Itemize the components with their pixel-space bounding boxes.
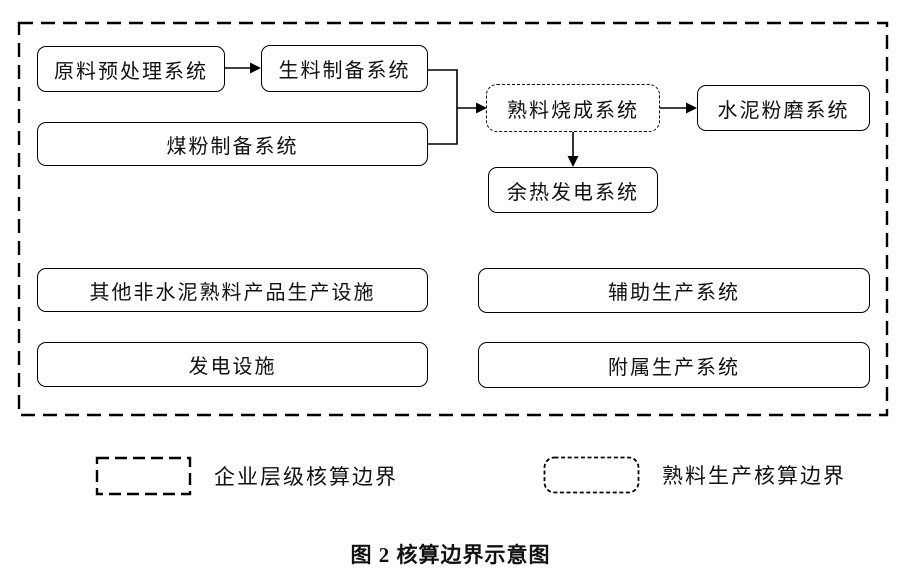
box-label: 生料制备系统 [278, 60, 411, 82]
box-subsidiary-production-system: 附属生产系统 [478, 342, 870, 388]
legend-enterprise-boundary: 企业层级核算边界 [95, 456, 398, 496]
box-waste-heat-power-generation: 余热发电系统 [488, 167, 658, 213]
legend-clinker-boundary: 熟料生产核算边界 [543, 456, 846, 494]
connector-merge-to-clinker [428, 69, 487, 145]
box-auxiliary-production-system: 辅助生产系统 [478, 268, 870, 313]
box-raw-meal-preparation: 生料制备系统 [261, 45, 428, 92]
box-label: 其他非水泥熟料产品生产设施 [89, 281, 376, 304]
box-label: 煤粉制备系统 [166, 135, 299, 158]
figure-caption: 图 2 核算边界示意图 [350, 543, 551, 567]
box-label: 原料预处理系统 [54, 60, 208, 83]
box-label: 熟料烧成系统 [507, 99, 639, 122]
legend-label: 企业层级核算边界 [214, 465, 398, 489]
box-coal-powder-preparation: 煤粉制备系统 [37, 122, 428, 166]
arrow-raw-pretreat-to-raw-meal [225, 62, 261, 74]
box-raw-material-pretreatment: 原料预处理系统 [37, 46, 225, 92]
legend-label: 熟料生产核算边界 [662, 464, 846, 488]
box-other-non-cement-clinker-facilities: 其他非水泥熟料产品生产设施 [37, 268, 428, 312]
box-clinker-calcination: 熟料烧成系统 [486, 84, 660, 132]
box-label: 发电设施 [188, 356, 277, 378]
box-label: 水泥粉磨系统 [717, 99, 850, 122]
dashed-rectangle-swatch-icon [95, 456, 192, 496]
box-power-generation-facilities: 发电设施 [37, 342, 428, 387]
arrow-clinker-to-cement-grind [660, 102, 697, 114]
box-label: 余热发电系统 [507, 181, 639, 204]
dashed-rounded-rectangle-swatch-icon [543, 456, 640, 494]
box-cement-grinding: 水泥粉磨系统 [697, 85, 870, 131]
arrow-clinker-to-waste-heat [567, 132, 579, 167]
box-label: 附属生产系统 [608, 356, 740, 379]
box-label: 辅助生产系统 [608, 282, 740, 304]
